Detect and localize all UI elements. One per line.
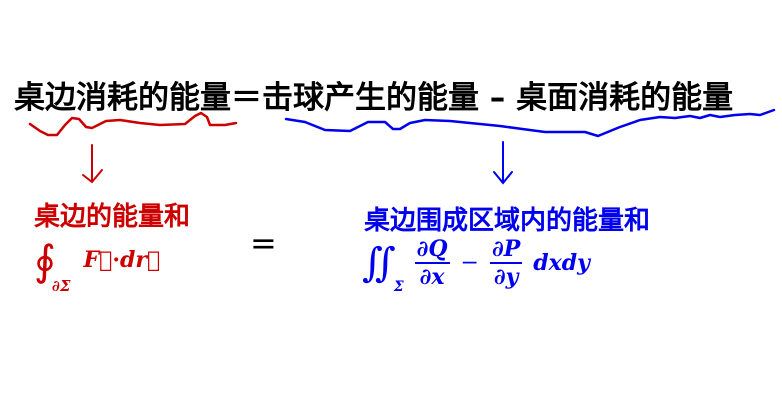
rhs-term-1: 击球产生的能量	[262, 80, 479, 116]
differential: dxdy	[533, 250, 590, 276]
double-integral-symbol: ∫∫	[362, 240, 396, 286]
main-equation: 桌边消耗的能量＝击球产生的能量 – 桌面消耗的能量	[14, 72, 733, 117]
contour-integral-symbol: ∮	[34, 236, 56, 285]
line-integral-formula: ∮∂Σ F⃗·dr⃗	[34, 228, 161, 295]
minus-sign: –	[489, 80, 506, 116]
dot-product: ·	[112, 247, 121, 273]
lhs-term: 桌边消耗的能量	[14, 80, 231, 116]
blue-down-arrow-icon	[493, 141, 513, 185]
rhs-term-2: 桌面消耗的能量	[516, 80, 734, 116]
fraction-dp-dy: ∂P ∂y	[489, 236, 523, 290]
red-underline-squiggle	[28, 111, 238, 137]
equals-sign: ＝	[231, 80, 262, 116]
fraction-dq-dx: ∂Q ∂x	[414, 236, 450, 290]
integral-subscript: Σ	[393, 279, 404, 295]
double-integral-formula: ∫∫Σ ∂Q ∂x − ∂P ∂y dxdy	[362, 236, 590, 295]
blue-underline-squiggle	[284, 108, 776, 138]
red-down-arrow-icon	[82, 144, 103, 184]
left-annotation-label: 桌边的能量和	[34, 202, 191, 232]
integral-subscript: ∂Σ	[51, 277, 71, 295]
minus-sign: −	[460, 250, 479, 276]
denominator: ∂y	[493, 264, 519, 290]
numerator: ∂P	[489, 236, 523, 264]
vector-dr: dr⃗	[120, 247, 161, 273]
denominator: ∂x	[419, 264, 445, 290]
vector-f: F⃗	[83, 247, 113, 273]
middle-equals-sign: =	[250, 224, 277, 262]
numerator: ∂Q	[414, 236, 450, 264]
right-annotation-label: 桌边围成区域内的能量和	[364, 206, 651, 236]
